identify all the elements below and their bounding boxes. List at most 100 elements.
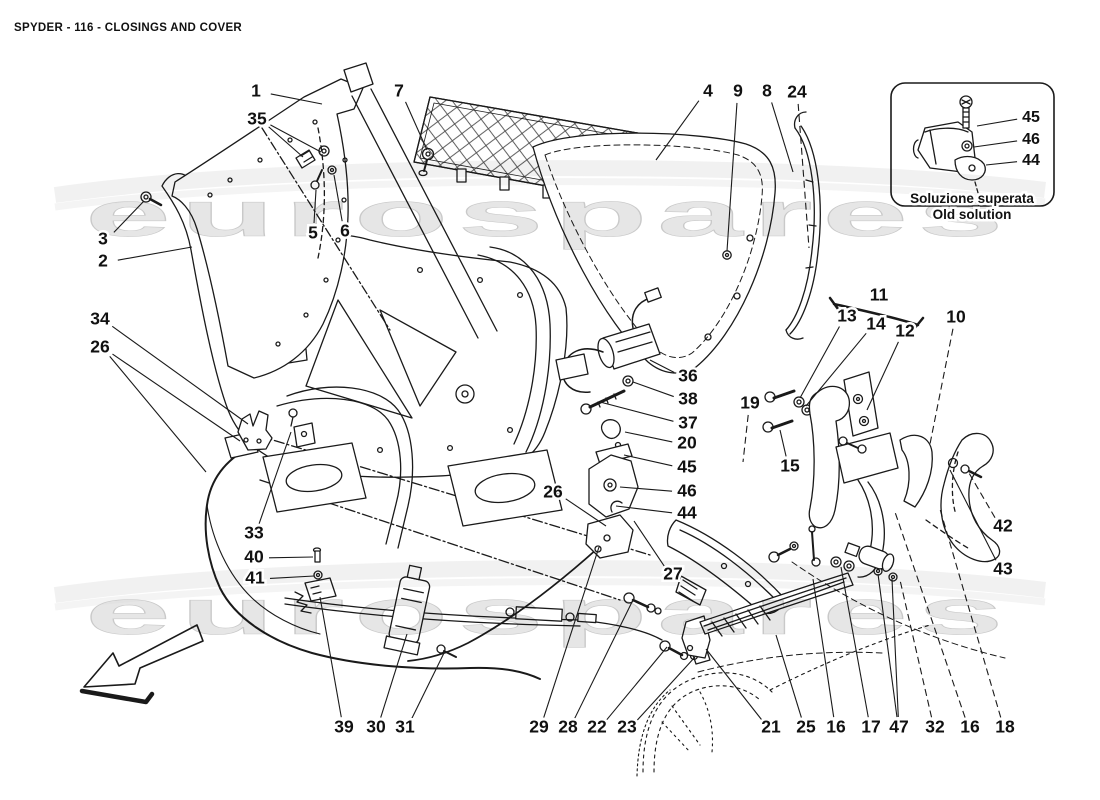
callout-label-35: 35 [247, 109, 267, 129]
leader-line-40 [268, 556, 314, 559]
leader-line-45 [623, 454, 673, 467]
watermark-band-2: eurospares [53, 560, 1046, 648]
leader-line-35 [270, 124, 322, 153]
callout-label-37: 37 [678, 413, 697, 433]
inset-label-44: 44 [1022, 152, 1040, 169]
leader-line-24 [797, 103, 810, 249]
leader-line-8 [771, 102, 794, 173]
callout-label-6: 6 [340, 221, 350, 241]
callout-label-26: 26 [90, 337, 110, 357]
leader-line-34 [111, 325, 249, 425]
callout-label-3: 3 [98, 229, 108, 249]
leader-line-15 [779, 429, 787, 457]
leader-line-1 [270, 93, 323, 105]
leader-line-36 [649, 359, 675, 373]
leader-line-16 [812, 578, 835, 718]
leader-line-26 [112, 353, 241, 442]
callout-label-2: 2 [98, 251, 108, 271]
leader-line-32 [899, 579, 933, 718]
callout-label-44: 44 [677, 503, 697, 523]
leader-lines [109, 93, 1018, 721]
leader-line-21 [705, 648, 762, 720]
callout-label-46: 46 [677, 481, 697, 501]
leader-line-26 [565, 498, 607, 527]
leader-line-20 [624, 431, 673, 443]
leader-line-37 [599, 401, 674, 422]
leader-line-43 [949, 469, 997, 561]
callout-label-7: 7 [394, 81, 404, 101]
top-frame-assembly [262, 246, 563, 549]
s-bracket [925, 432, 1001, 563]
leader-line-29 [543, 546, 600, 718]
leader-line-42 [968, 472, 996, 518]
leader-line-47 [877, 573, 898, 718]
callout-label-23: 23 [617, 717, 637, 737]
callout-label-16: 16 [960, 717, 980, 737]
callout-label-27: 27 [663, 564, 682, 584]
leader-line-44 [615, 505, 673, 514]
direction-arrow-icon [79, 624, 204, 705]
callout-label-43: 43 [993, 559, 1013, 579]
leader-line-25 [775, 634, 802, 718]
leader-line-33 [258, 431, 292, 524]
callout-label-25: 25 [796, 717, 816, 737]
inset-caption-english: Old solution [933, 207, 1012, 222]
callout-label-40: 40 [244, 547, 264, 567]
callout-label-28: 28 [558, 717, 578, 737]
leader-line-18 [939, 508, 1002, 718]
callout-label-47: 47 [889, 717, 908, 737]
callout-label-9: 9 [733, 81, 743, 101]
callout-label-13: 13 [837, 306, 857, 326]
watermark-text: eurospares [85, 576, 1013, 648]
callout-label-19: 19 [740, 393, 760, 413]
leader-line-23 [636, 656, 696, 721]
leader-line-30 [380, 633, 408, 718]
screw-31 [436, 644, 457, 658]
inset-label-45: 45 [1022, 109, 1040, 126]
callout-label-10: 10 [946, 307, 966, 327]
leader-line-28 [574, 601, 633, 719]
page-title: SPYDER - 116 - CLOSINGS AND COVER [14, 22, 243, 34]
bracket-line-11 [828, 296, 925, 331]
leader-line-9 [726, 102, 738, 252]
callout-label-22: 22 [587, 717, 607, 737]
callout-label-17: 17 [861, 717, 880, 737]
inset-leader-44 [985, 161, 1018, 166]
leader-line-13 [799, 326, 840, 399]
leader-line-41 [269, 575, 315, 579]
leader-line-27 [633, 520, 665, 567]
leader-line-10 [929, 328, 954, 445]
leader-line-14 [805, 332, 867, 407]
callout-label-32: 32 [925, 717, 945, 737]
callout-label-12: 12 [895, 321, 915, 341]
callout-label-15: 15 [780, 456, 800, 476]
callout-label-30: 30 [366, 717, 386, 737]
hinge-assembly [762, 296, 933, 582]
bolt-28 [623, 592, 662, 615]
leader-line-31 [411, 652, 445, 719]
leader-line-22 [606, 646, 668, 721]
callout-label-29: 29 [529, 717, 549, 737]
callout-label-36: 36 [678, 366, 698, 386]
callout-label-31: 31 [395, 717, 415, 737]
callout-label-21: 21 [761, 717, 781, 737]
callout-label-8: 8 [762, 81, 772, 101]
callout-label-38: 38 [678, 389, 698, 409]
leader-line-12 [866, 341, 899, 411]
callout-label-41: 41 [245, 568, 265, 588]
latch-center [555, 287, 662, 518]
header-rail [343, 62, 498, 339]
leader-line-17 [840, 566, 869, 718]
latch-rear [585, 500, 634, 559]
callout-label-45: 45 [677, 457, 697, 477]
latch-left [224, 408, 316, 459]
leader-line-7 [405, 101, 428, 151]
callout-label-34: 34 [90, 309, 110, 329]
watermark-band-1: eurospares [53, 160, 1046, 250]
leader-line-26 [109, 356, 207, 473]
inset-leader-46 [973, 140, 1018, 148]
callout-label-11: 11 [870, 285, 889, 305]
